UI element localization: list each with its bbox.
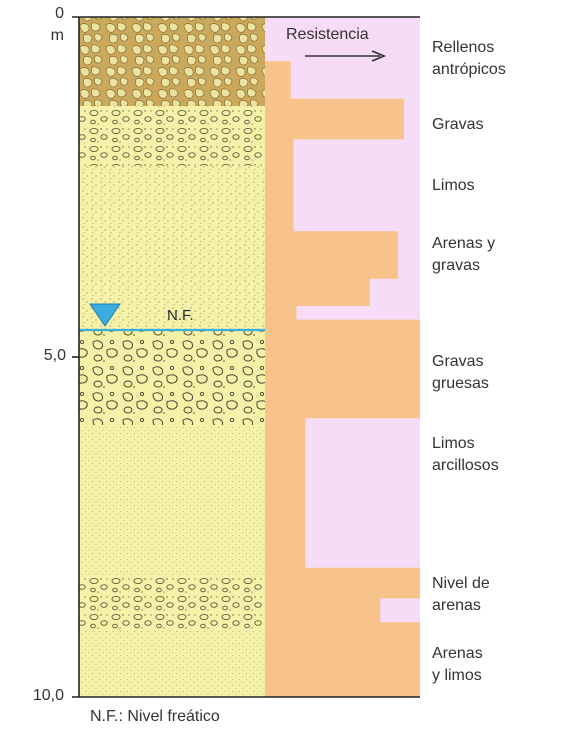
soil-layer-gravas — [79, 106, 265, 166]
axis-label-mid: 5,0 — [43, 347, 66, 364]
soil-layer-arenas-limos — [79, 630, 265, 697]
caption: N.F.: Nivel freático — [90, 708, 220, 725]
resistance-arrow-icon — [305, 50, 387, 62]
soil-layer-gravas-gruesas — [79, 330, 265, 425]
axis-label-bottom: 10,0 — [32, 687, 64, 704]
soil-column — [79, 17, 265, 697]
layer-label-limos: Limos — [432, 177, 475, 194]
soil-layer-nivel-arenas — [79, 575, 265, 630]
resistance-title: Resistencia — [286, 26, 369, 43]
axis-unit-label: m — [50, 27, 64, 44]
water-table-icon — [89, 303, 121, 327]
soil-layer-limos — [79, 166, 265, 230]
water-table-label: N.F. — [167, 307, 194, 324]
resistance-profile — [265, 17, 420, 697]
layer-label-gravas: Gravas — [432, 116, 484, 133]
soil-layer-rellenos — [79, 17, 265, 106]
axis-label-top: 0 — [55, 5, 64, 22]
soil-layer-limos-arcillosos — [79, 425, 265, 575]
